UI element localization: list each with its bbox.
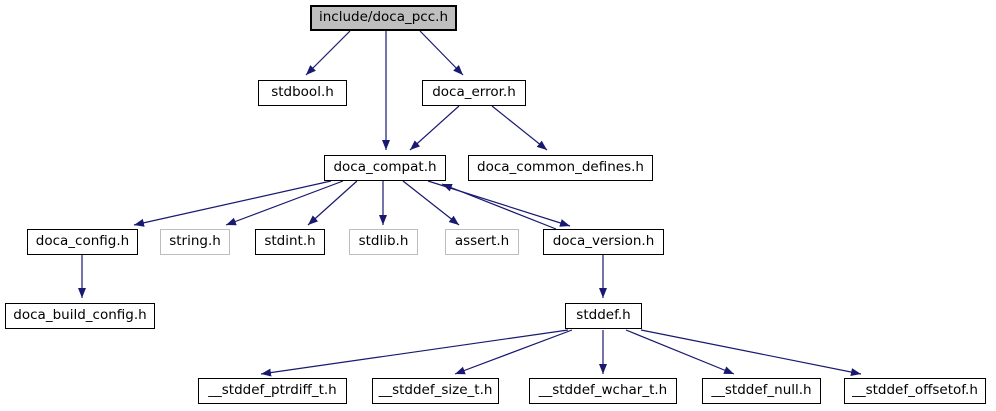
node-stddef-wchar-t[interactable]: __stddef_wchar_t.h	[529, 378, 677, 404]
node-stddef-offsetof[interactable]: __stddef_offsetof.h	[844, 378, 986, 404]
edge-stddef-offsetof	[640, 329, 862, 376]
edge-compat-string	[225, 180, 344, 226]
node-doca-config[interactable]: doca_config.h	[27, 229, 138, 255]
edge-stddef-null	[625, 329, 735, 375]
node-stdbool[interactable]: stdbool.h	[258, 80, 347, 106]
edge-pcc-error	[419, 30, 464, 76]
node-string: string.h	[160, 229, 230, 255]
edge-error-common-defines	[491, 105, 548, 151]
edge-compat-assert	[402, 180, 460, 226]
node-stddef-size-t[interactable]: __stddef_size_t.h	[372, 378, 499, 404]
node-stddef-ptrdiff-t[interactable]: __stddef_ptrdiff_t.h	[198, 378, 347, 404]
node-stdint[interactable]: stdint.h	[255, 229, 325, 255]
node-doca-version[interactable]: doca_version.h	[543, 229, 664, 255]
edge-compat-config	[133, 180, 332, 227]
node-doca-compat[interactable]: doca_compat.h	[324, 155, 446, 181]
node-stddef[interactable]: stddef.h	[565, 303, 642, 329]
edge-stddef-size	[454, 329, 573, 375]
node-doca-error[interactable]: doca_error.h	[422, 80, 526, 106]
node-assert: assert.h	[445, 229, 519, 255]
node-doca-build-config[interactable]: doca_build_config.h	[5, 303, 155, 329]
edge-stddef-ptrdiff	[260, 329, 569, 377]
edge-compat-stdint	[307, 180, 358, 226]
node-stdlib: stdlib.h	[349, 229, 418, 255]
edge-compat-version	[427, 180, 571, 227]
edge-version-compat	[441, 183, 557, 230]
edge-error-compat	[409, 105, 460, 151]
node-include-doca-pcc: include/doca_pcc.h	[310, 5, 457, 31]
node-stddef-null[interactable]: __stddef_null.h	[702, 378, 821, 404]
edge-pcc-stdbool	[305, 30, 351, 76]
node-doca-common-defines[interactable]: doca_common_defines.h	[468, 155, 653, 181]
